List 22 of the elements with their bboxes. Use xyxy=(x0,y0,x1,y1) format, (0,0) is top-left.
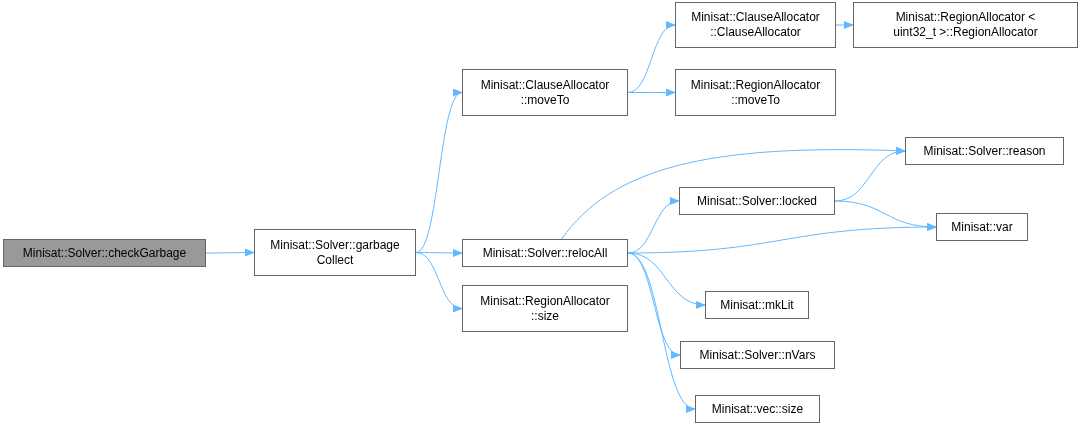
arrow xyxy=(205,248,255,257)
arrow xyxy=(834,148,906,202)
function-box: Minisat::var xyxy=(936,213,1028,241)
function-box: Minisat::Solver::reason xyxy=(905,137,1064,165)
arrow xyxy=(561,146,906,240)
function-box: Minisat::Solver::nVars xyxy=(680,341,835,369)
function-box: Minisat::Solver::relocAll xyxy=(462,239,628,267)
function-box: Minisat::Solver::garbage Collect xyxy=(254,229,416,276)
arrow xyxy=(415,252,463,311)
arrow xyxy=(415,92,463,253)
function-box: Minisat::RegionAllocator ::size xyxy=(462,285,628,332)
function-box: Minisat::ClauseAllocator ::ClauseAllocator xyxy=(675,2,836,48)
function-box: Minisat::RegionAllocator < uint32_t >::RegionAllocator xyxy=(853,2,1078,48)
function-box: Minisat::vec::size xyxy=(695,395,820,423)
function-box: Minisat::mkLit xyxy=(705,291,809,319)
function-box: Minisat::Solver::locked xyxy=(679,187,835,215)
arrow xyxy=(627,223,937,254)
function-box: Minisat::RegionAllocator ::moveTo xyxy=(675,69,836,116)
function-box: Minisat::ClauseAllocator ::moveTo xyxy=(462,69,628,116)
arrow xyxy=(627,88,676,97)
highlighted-function-box: Minisat::Solver::checkGarbage xyxy=(3,239,206,267)
arrow xyxy=(835,21,854,29)
